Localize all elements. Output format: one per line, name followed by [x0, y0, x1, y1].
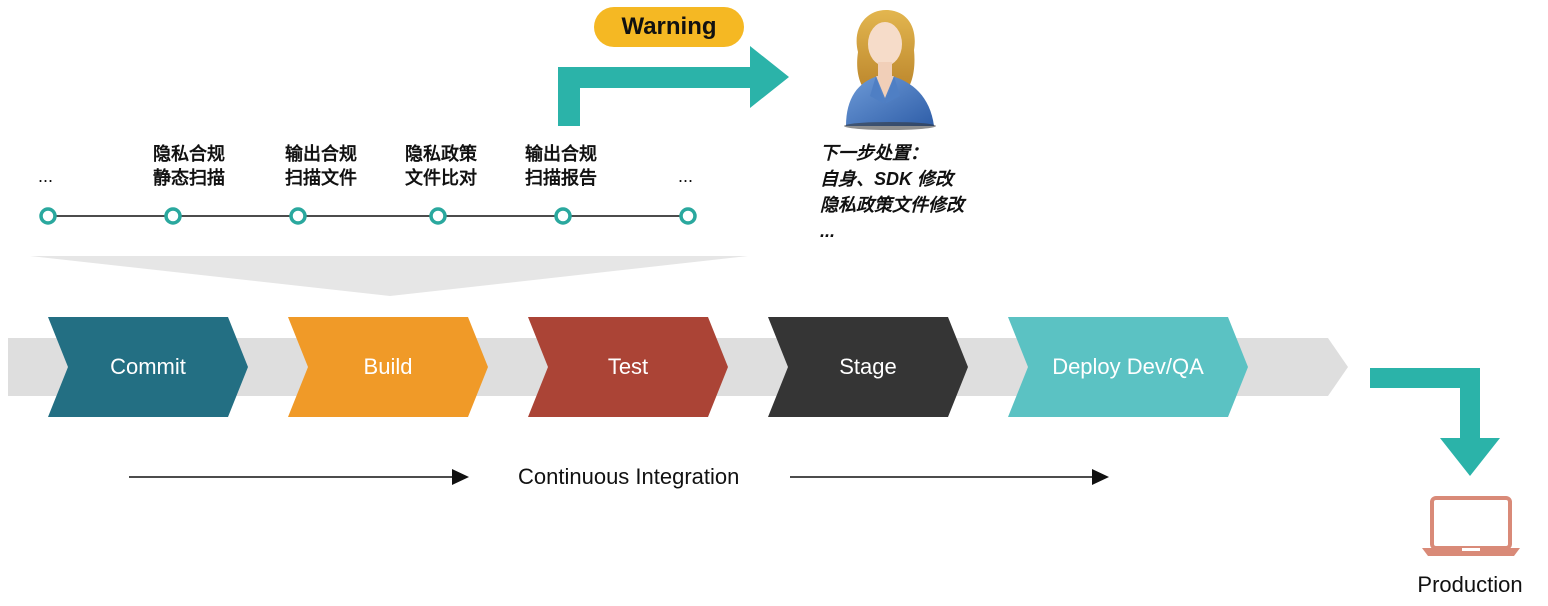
stage-label-build: Build: [363, 354, 413, 379]
timeline-node: [679, 207, 697, 225]
step-line2: 扫描文件: [285, 168, 357, 188]
step-line1: 隐私合规: [153, 144, 225, 164]
step-line2: 静态扫描: [153, 168, 225, 188]
step-line2: 扫描报告: [525, 168, 597, 188]
timeline-node: [289, 207, 307, 225]
stage-label-commit: Commit: [110, 354, 186, 379]
stage-label-test: Test: [607, 354, 649, 379]
timeline-step-label: 隐私合规 静态扫描: [134, 142, 244, 190]
production-arrow: [1370, 368, 1500, 476]
step-line1: 隐私政策: [405, 144, 477, 164]
timeline-node: [429, 207, 447, 225]
stage-label-stage: Stage: [839, 354, 897, 379]
timeline-node: [164, 207, 182, 225]
step-line2: 文件比对: [405, 168, 477, 188]
chevron-test: [528, 317, 728, 417]
funnel-shape: [30, 256, 748, 296]
step-line1: 输出合规: [285, 144, 357, 164]
production-label: Production: [1417, 572, 1523, 597]
timeline-node: [39, 207, 57, 225]
chevron-build: [288, 317, 488, 417]
timeline-end-ellipsis: ...: [678, 166, 694, 186]
next-action-title: 下一步处置：: [820, 143, 928, 163]
next-action-more: ...: [820, 221, 836, 241]
person-avatar-icon: [844, 10, 936, 130]
laptop-icon: [1422, 496, 1520, 556]
ci-label: Continuous Integration: [518, 464, 740, 489]
next-action-item: 隐私政策文件修改: [820, 195, 964, 215]
chevron-deploy: [1008, 317, 1248, 417]
chevron-stage: [768, 317, 968, 417]
step-line1: 输出合规: [525, 144, 597, 164]
timeline-step-label: 输出合规 扫描文件: [266, 142, 376, 190]
next-action-text: 下一步处置： 自身、SDK 修改 隐私政策文件修改 ...: [820, 140, 964, 244]
next-action-item: 自身、SDK 修改: [820, 169, 954, 189]
timeline-nodes: [39, 207, 697, 225]
stage-label-deploy: Deploy Dev/QA: [1052, 354, 1204, 379]
warning-badge: Warning: [594, 7, 744, 47]
warning-arrow: [558, 46, 789, 126]
timeline-start-ellipsis: ...: [38, 166, 54, 186]
ci-arrow-right-head: [1092, 469, 1109, 485]
timeline-step-label: 输出合规 扫描报告: [506, 142, 616, 190]
chevron-commit: [48, 317, 248, 417]
timeline-step-label: 隐私政策 文件比对: [386, 142, 496, 190]
ci-arrows: [129, 469, 1109, 485]
ci-arrow-left-head: [452, 469, 469, 485]
timeline-node: [554, 207, 572, 225]
